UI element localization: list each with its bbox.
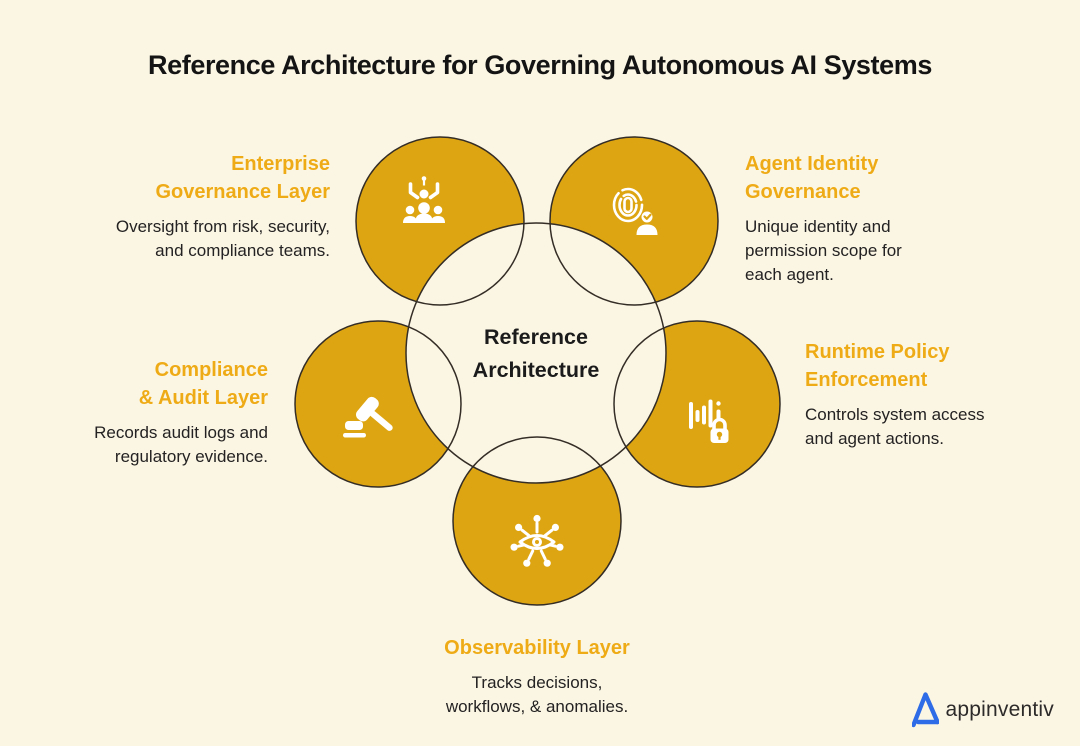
runtime-heading: Runtime Policy Enforcement <box>805 341 950 391</box>
eye-network-icon <box>510 514 564 567</box>
fingerprint-user-icon <box>612 187 658 235</box>
compliance-heading: Compliance & Audit Layer <box>138 359 268 409</box>
observability-desc: Tracks decisions, workflows, & anomalies… <box>445 673 629 716</box>
logo-text: appinventiv <box>945 697 1054 721</box>
observability-heading: Observability Layer <box>444 637 630 659</box>
runtime-desc: Controls system access and agent actions… <box>805 405 985 448</box>
enterprise-circle-outline <box>355 136 525 306</box>
runtime-label-block: Runtime Policy Enforcement Controls syst… <box>805 338 1065 451</box>
observability-label-block: Observability Layer Tracks decisions, wo… <box>387 634 687 719</box>
identity-label-block: Agent Identity Governance Unique identit… <box>745 150 1005 287</box>
circle-outlines <box>294 136 781 606</box>
center-circle <box>406 223 666 483</box>
identity-circle-outline <box>549 136 719 306</box>
enterprise-label-block: Enterprise Governance Layer Oversight fr… <box>30 150 330 263</box>
identity-desc: Unique identity and permission scope for… <box>745 217 902 284</box>
identity-heading: Agent Identity Governance <box>745 153 879 203</box>
enterprise-heading: Enterprise Governance Layer <box>155 153 330 203</box>
appinventiv-logo: appinventiv <box>911 691 1054 728</box>
org-hierarchy-robot-icon <box>403 176 445 223</box>
observability-circle-outline <box>452 436 622 606</box>
runtime-circle-outline <box>613 320 781 488</box>
center-circle-outline <box>405 222 667 484</box>
compliance-label-block: Compliance & Audit Layer Records audit l… <box>8 356 268 469</box>
gavel-icon <box>343 396 393 438</box>
center-label: Reference Architecture <box>472 325 600 382</box>
compliance-desc: Records audit logs and regulatory eviden… <box>94 423 268 466</box>
appinventiv-logo-icon <box>911 692 939 728</box>
compliance-circle-outline <box>294 320 462 488</box>
waveform-lock-icon <box>689 399 729 443</box>
page-title: Reference Architecture for Governing Aut… <box>148 50 932 80</box>
enterprise-desc: Oversight from risk, security, and compl… <box>115 217 330 260</box>
